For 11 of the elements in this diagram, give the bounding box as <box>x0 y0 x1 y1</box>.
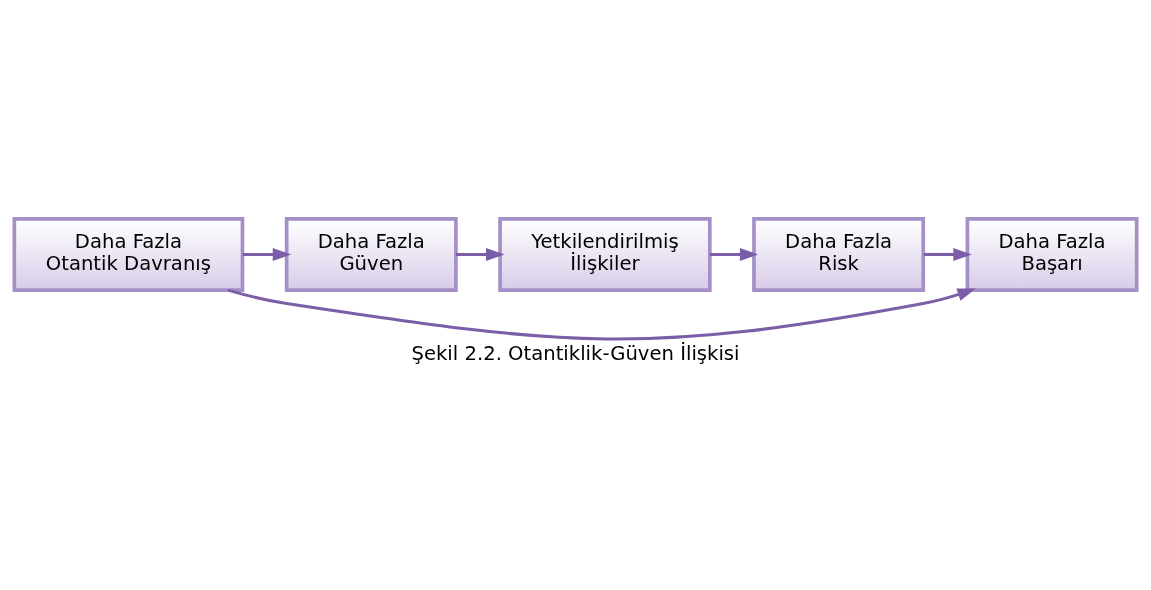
arrow <box>709 248 759 261</box>
node-box: Daha Fazla Başarı <box>965 217 1139 292</box>
node-box: Daha Fazla Risk <box>752 217 926 292</box>
caption: Şekil 2.2. Otantiklik-Güven İlişkisi <box>411 341 740 365</box>
arrow <box>455 248 505 261</box>
node-box: Daha Fazla Otantik Davranış <box>12 217 245 292</box>
arrow <box>227 288 976 341</box>
arrow <box>242 248 292 261</box>
node-box: Daha Fazla Güven <box>284 217 458 292</box>
node-box: Yetkilendirilmiş İlişkiler <box>498 217 712 292</box>
arrow <box>923 248 972 261</box>
